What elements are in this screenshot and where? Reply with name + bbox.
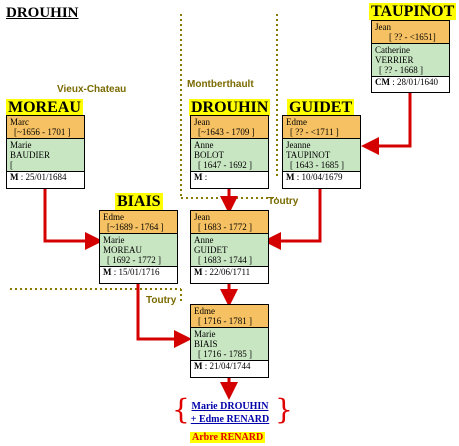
wife-first-name: Anne bbox=[194, 140, 214, 150]
marriage-row: M : 22/06/1711 bbox=[191, 267, 268, 278]
descendant-link-edme-renard[interactable]: + Edme RENARD bbox=[190, 414, 270, 425]
wife-surname: GUIDET bbox=[194, 245, 228, 255]
arrow-guidet-to-drouhin2 bbox=[263, 188, 322, 250]
wife-cell: Marie BAUDIER [ bbox=[7, 139, 84, 172]
couple-card-drouhin-2[interactable]: Jean [ 1683 - 1772 ] Anne GUIDET [ 1683 … bbox=[190, 210, 269, 284]
husband-dates: [ 1716 - 1781 ] bbox=[198, 316, 252, 326]
surname-moreau: MOREAU bbox=[6, 99, 83, 116]
marriage-row: M : 15/01/1716 bbox=[100, 267, 177, 278]
marriage-row: M : 25/01/1684 bbox=[7, 172, 84, 183]
right-brace-icon: } bbox=[275, 393, 293, 426]
husband-cell: Edme [~1689 - 1764 ] bbox=[100, 211, 177, 234]
husband-name: Edme bbox=[194, 306, 215, 316]
husband-name: Jean bbox=[375, 22, 391, 32]
descendant-link-marie-drouhin[interactable]: Marie DROUHIN bbox=[191, 401, 269, 412]
surname-biais: BIAIS bbox=[115, 193, 163, 210]
husband-cell: Edme [ 1716 - 1781 ] bbox=[191, 305, 268, 328]
husband-dates: [ ?? - <1711 ] bbox=[290, 127, 339, 137]
husband-cell: Marc [~1656 - 1701 ] bbox=[7, 116, 84, 139]
surname-taupinot: TAUPINOT bbox=[369, 3, 457, 20]
wife-first-name: Marie bbox=[10, 140, 32, 150]
page-title: DROUHIN bbox=[6, 5, 79, 21]
wife-first-name: Marie bbox=[194, 329, 216, 339]
wife-cell: Jeanne TAUPINOT [ 1643 - 1685 ] bbox=[283, 139, 360, 172]
wife-surname: BAUDIER bbox=[10, 150, 50, 160]
couple-card-guidet[interactable]: Edme [ ?? - <1711 ] Jeanne TAUPINOT [ 16… bbox=[282, 115, 361, 189]
husband-dates: [ ?? - <1651] bbox=[389, 32, 436, 42]
place-montberthault: Montberthault bbox=[187, 79, 254, 90]
arrow-taupinot-to-guidet bbox=[361, 92, 412, 155]
husband-dates: [~1656 - 1701 ] bbox=[14, 127, 71, 137]
couple-card-taupinot[interactable]: Jean [ ?? - <1651] Catherine VERRIER [ ?… bbox=[371, 20, 450, 93]
wife-first-name: Marie bbox=[103, 235, 125, 245]
husband-cell: Jean [ ?? - <1651] bbox=[372, 21, 449, 44]
arrow-biais-to-drouhin3 bbox=[136, 283, 192, 348]
couple-card-drouhin-3[interactable]: Edme [ 1716 - 1781 ] Marie BIAIS [ 1716 … bbox=[190, 304, 269, 378]
wife-cell: Marie MOREAU [ 1692 - 1772 ] bbox=[100, 234, 177, 267]
wife-cell: Anne GUIDET [ 1683 - 1744 ] bbox=[191, 234, 268, 267]
husband-cell: Jean [~1643 - 1709 ] bbox=[191, 116, 268, 139]
surname-guidet: GUIDET bbox=[287, 99, 355, 116]
wife-cell: Catherine VERRIER [ ?? - 1668 ] bbox=[372, 44, 449, 77]
tree-link-renard[interactable]: Arbre RENARD bbox=[190, 432, 266, 443]
place-toutry-2: Toutry bbox=[146, 295, 177, 306]
wife-surname: VERRIER bbox=[375, 55, 414, 65]
wife-dates: [ 1683 - 1744 ] bbox=[198, 255, 252, 265]
left-brace-icon: { bbox=[172, 393, 190, 426]
husband-dates: [ 1683 - 1772 ] bbox=[198, 222, 252, 232]
husband-cell: Edme [ ?? - <1711 ] bbox=[283, 116, 360, 139]
husband-name: Jean bbox=[194, 212, 210, 222]
wife-surname: BOLOT bbox=[194, 150, 224, 160]
couple-card-moreau[interactable]: Marc [~1656 - 1701 ] Marie BAUDIER [ M :… bbox=[6, 115, 85, 189]
wife-dates: [ 1647 - 1692 ] bbox=[198, 160, 252, 170]
arrow-moreau-to-biais bbox=[43, 188, 103, 250]
husband-name: Marc bbox=[10, 117, 29, 127]
husband-cell: Jean [ 1683 - 1772 ] bbox=[191, 211, 268, 234]
couple-card-drouhin-1[interactable]: Jean [~1643 - 1709 ] Anne BOLOT [ 1647 -… bbox=[190, 115, 269, 189]
husband-name: Edme bbox=[286, 117, 307, 127]
wife-surname: MOREAU bbox=[103, 245, 143, 255]
marriage-row: M : 10/04/1679 bbox=[283, 172, 360, 183]
wife-dates: [ 1692 - 1772 ] bbox=[107, 255, 161, 265]
surname-drouhin: DROUHIN bbox=[189, 99, 271, 116]
place-vieux-chateau: Vieux-Chateau bbox=[57, 84, 127, 95]
husband-name: Jean bbox=[194, 117, 210, 127]
husband-name: Edme bbox=[103, 212, 124, 222]
husband-dates: [~1689 - 1764 ] bbox=[107, 222, 164, 232]
wife-cell: Marie BIAIS [ 1716 - 1785 ] bbox=[191, 328, 268, 361]
wife-dates: [ 1716 - 1785 ] bbox=[198, 349, 252, 359]
husband-dates: [~1643 - 1709 ] bbox=[198, 127, 255, 137]
wife-dates: [ 1643 - 1685 ] bbox=[290, 160, 344, 170]
wife-surname: BIAIS bbox=[194, 339, 218, 349]
wife-first-name: Jeanne bbox=[286, 140, 311, 150]
couple-card-biais[interactable]: Edme [~1689 - 1764 ] Marie MOREAU [ 1692… bbox=[99, 210, 178, 284]
wife-cell: Anne BOLOT [ 1647 - 1692 ] bbox=[191, 139, 268, 172]
wife-dates: [ bbox=[10, 160, 13, 170]
wife-surname: TAUPINOT bbox=[286, 150, 331, 160]
wife-first-name: Catherine bbox=[375, 45, 410, 55]
place-toutry-1: Toutry bbox=[268, 196, 299, 207]
marriage-row: M : bbox=[191, 172, 268, 183]
marriage-row: CM : 28/01/1640 bbox=[372, 77, 449, 88]
marriage-row: M : 21/04/1744 bbox=[191, 361, 268, 372]
wife-dates: [ ?? - 1668 ] bbox=[379, 65, 423, 75]
wife-first-name: Anne bbox=[194, 235, 214, 245]
